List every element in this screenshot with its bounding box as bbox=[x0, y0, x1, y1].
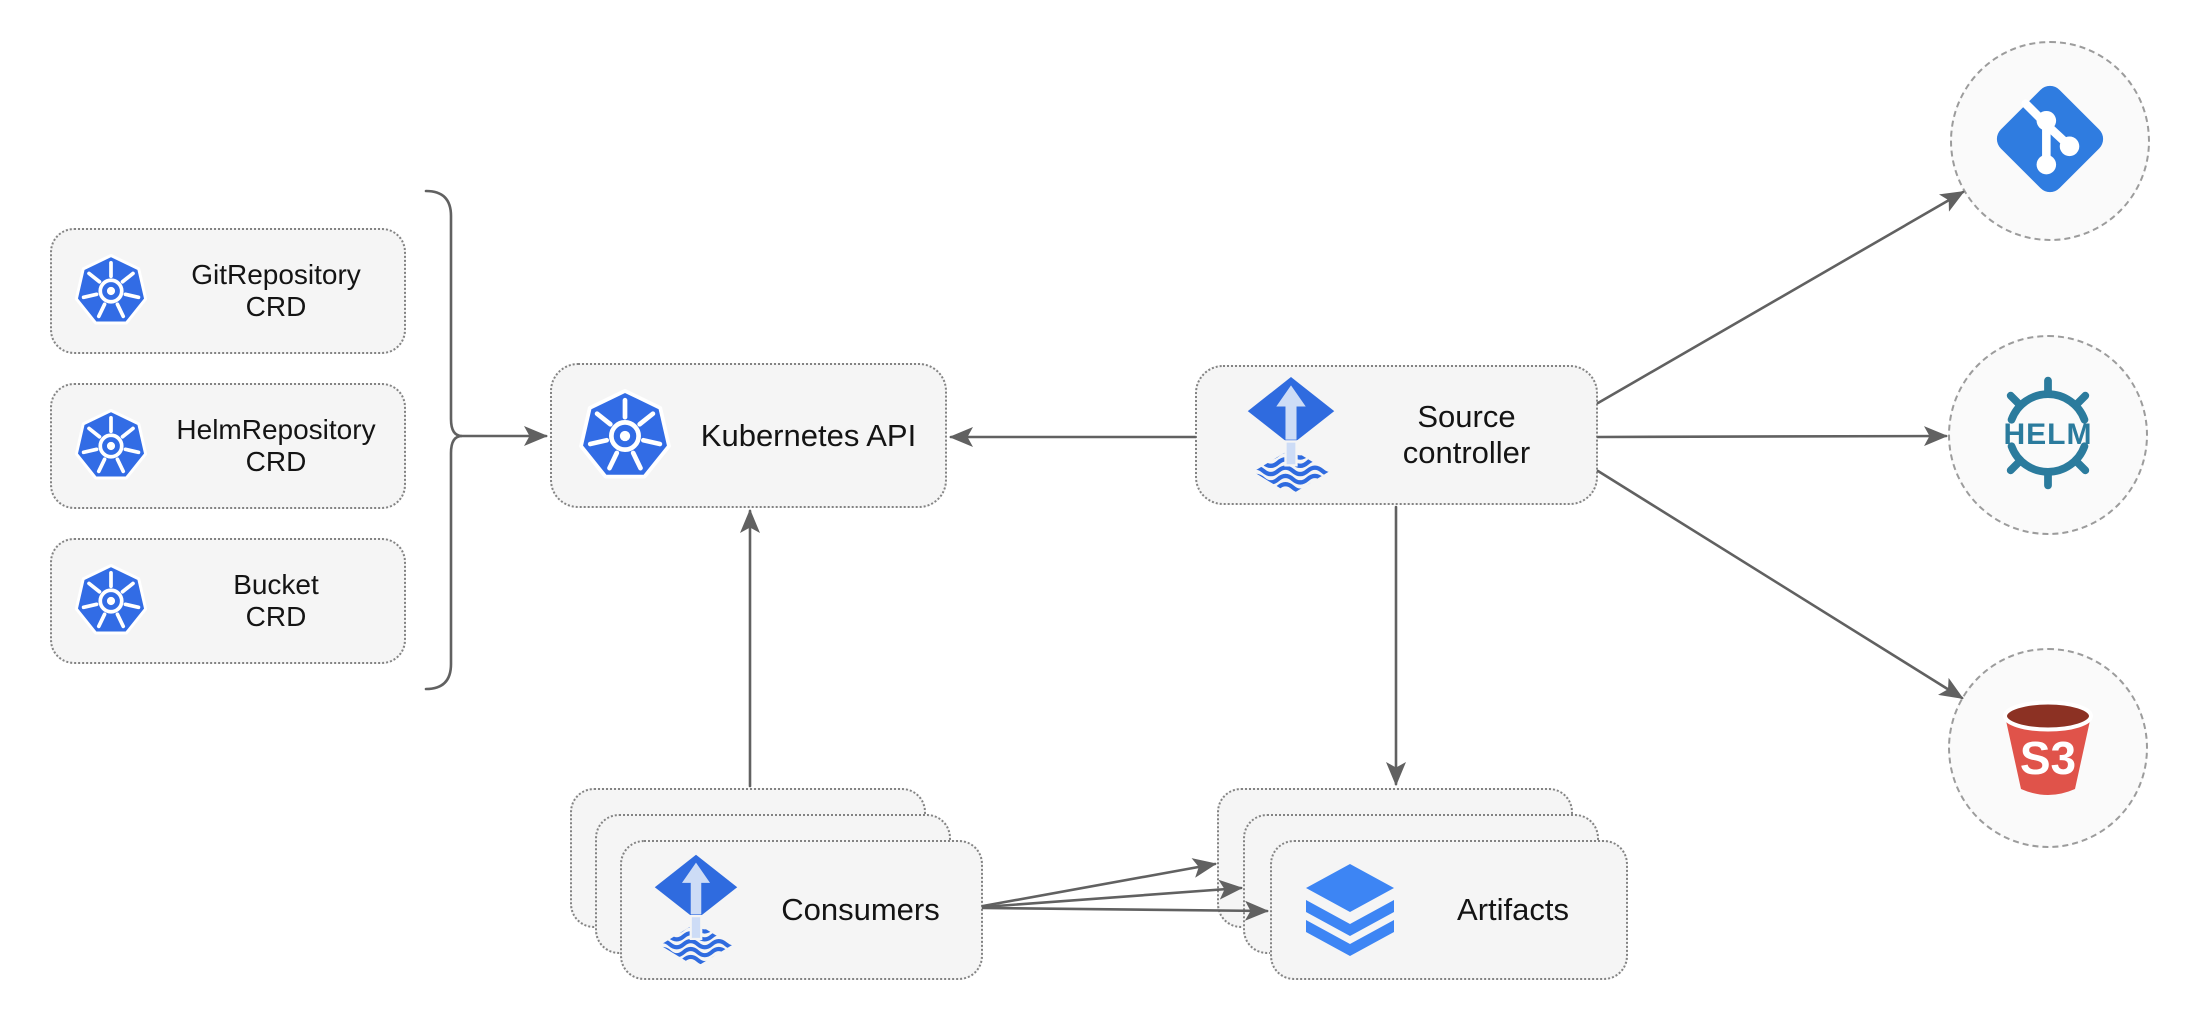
s3-bucket-icon: S3 bbox=[1988, 686, 2108, 811]
bucket-crd-label-line1: Bucket bbox=[233, 568, 319, 600]
crd-group-bracket bbox=[424, 189, 463, 691]
kubernetes-icon bbox=[74, 254, 148, 328]
layers-icon bbox=[1300, 863, 1400, 957]
external-git-circle bbox=[1950, 41, 2150, 241]
kubernetes-api-label: Kubernetes API bbox=[700, 417, 917, 453]
gitrepository-crd-label-line1: GitRepository bbox=[191, 258, 361, 290]
node-source-controller: Source controller bbox=[1195, 365, 1598, 505]
node-bucket-crd: Bucket CRD bbox=[50, 538, 406, 664]
consumers-label: Consumers bbox=[781, 892, 940, 928]
node-artifacts: Artifacts bbox=[1270, 840, 1628, 980]
node-helmrepository-crd: HelmRepository CRD bbox=[50, 383, 406, 509]
helm-wheel-icon: HELM bbox=[1985, 372, 2111, 499]
node-kubernetes-api: Kubernetes API bbox=[550, 363, 947, 508]
bucket-crd-label-line2: CRD bbox=[245, 601, 307, 632]
artifacts-label: Artifacts bbox=[1457, 892, 1569, 928]
arrow-consumers-to-artifacts-1 bbox=[981, 858, 1217, 908]
helmrepository-crd-label-line2: CRD bbox=[245, 446, 307, 477]
helmrepository-crd-label-line1: HelmRepository bbox=[176, 413, 376, 445]
kubernetes-icon bbox=[74, 564, 148, 638]
source-controller-label-line1: Source bbox=[1417, 399, 1516, 435]
gitrepository-crd-label-line2: CRD bbox=[245, 291, 307, 322]
kubernetes-icon bbox=[74, 409, 148, 483]
arrow-source-controller-to-s3 bbox=[1596, 469, 1964, 700]
git-icon bbox=[1989, 78, 2111, 205]
helm-logo-text: HELM bbox=[2004, 418, 2093, 451]
external-helm-circle: HELM bbox=[1948, 335, 2148, 535]
arrow-source-controller-to-helm bbox=[1596, 426, 1948, 447]
arrow-source-controller-to-git bbox=[1596, 190, 1965, 405]
node-gitrepository-crd: GitRepository CRD bbox=[50, 228, 406, 354]
external-s3-circle: S3 bbox=[1948, 648, 2148, 848]
flux-source-controller-icon bbox=[1245, 375, 1337, 495]
s3-logo-text: S3 bbox=[2020, 732, 2076, 784]
flux-source-controller-icon bbox=[652, 853, 740, 967]
kubernetes-icon bbox=[578, 389, 672, 483]
source-controller-label-line2: controller bbox=[1402, 435, 1531, 470]
node-consumers: Consumers bbox=[620, 840, 983, 980]
arrow-consumers-to-artifacts-2 bbox=[981, 879, 1243, 909]
